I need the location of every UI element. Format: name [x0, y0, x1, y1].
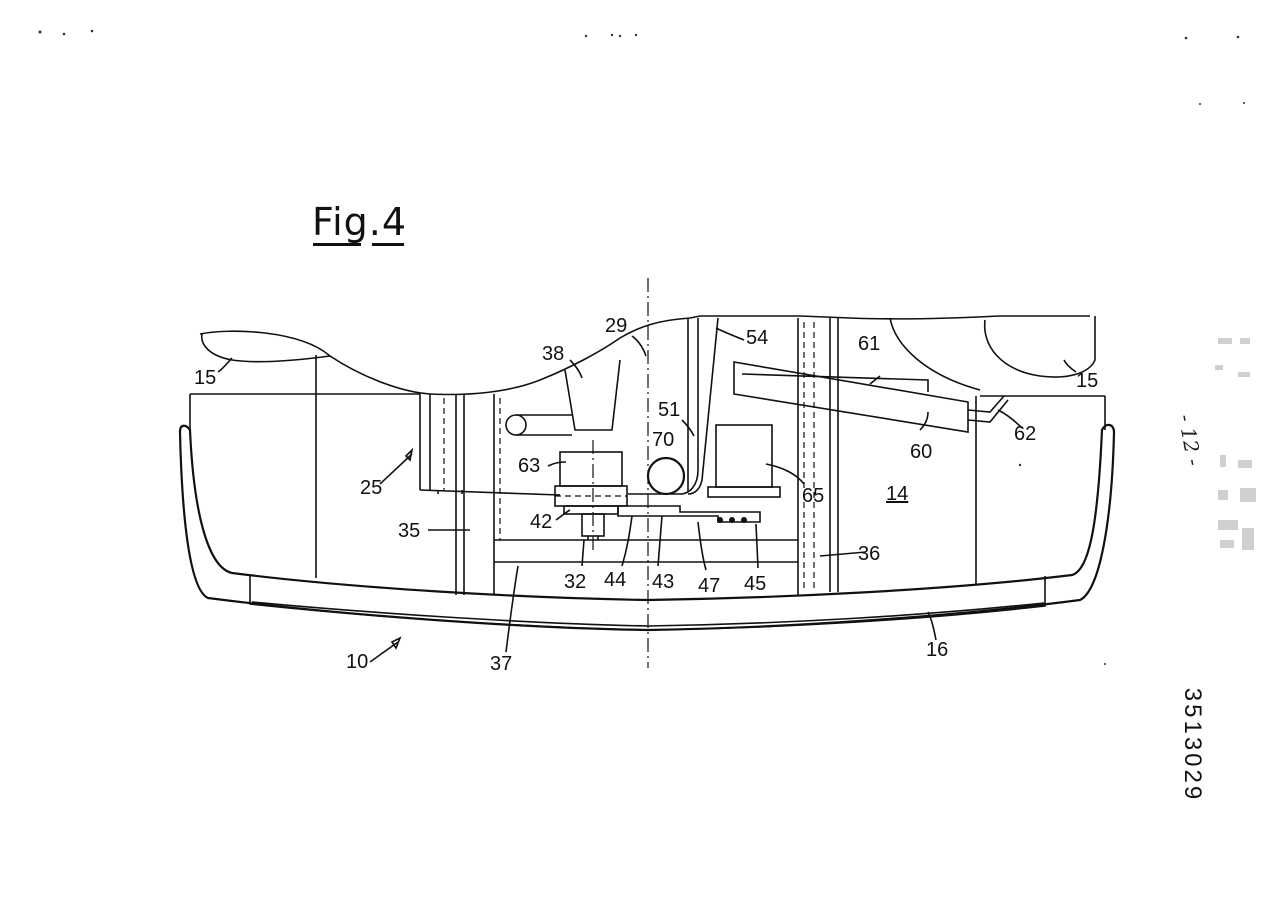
- belt-plate: [617, 505, 761, 523]
- column-36: [797, 318, 839, 595]
- scan-speckles: [38, 29, 1245, 665]
- outer-hull-10: [178, 423, 1116, 632]
- label-61: 61: [858, 333, 880, 355]
- leader-lines: [217, 327, 1077, 663]
- scan-noise-block: [1215, 338, 1256, 550]
- roller-left: [505, 414, 572, 436]
- label-63: 63: [518, 455, 540, 477]
- wheel-15-left: [201, 333, 331, 363]
- label-47: 47: [698, 575, 720, 597]
- box-65: [707, 424, 781, 498]
- label-14: 14: [886, 483, 908, 505]
- label-16: 16: [926, 639, 948, 661]
- label-29: 29: [605, 315, 627, 337]
- label-10: 10: [346, 651, 368, 673]
- patent-number: 3513029: [1179, 687, 1206, 803]
- label-45: 45: [744, 573, 766, 595]
- label-43: 43: [652, 571, 674, 593]
- label-15-left: 15: [194, 367, 216, 389]
- rail-60: [733, 361, 969, 433]
- shaft-32: [581, 513, 605, 540]
- figure-title-underline-b: [372, 243, 404, 246]
- label-36: 36: [858, 543, 880, 565]
- label-65: 65: [802, 485, 824, 507]
- label-44: 44: [604, 569, 626, 591]
- figure-title: Fig.4: [312, 200, 408, 244]
- label-54: 54: [746, 327, 768, 349]
- label-51: 51: [658, 399, 680, 421]
- label-15-right: 15: [1076, 370, 1098, 392]
- bracket-62: [967, 395, 1009, 423]
- label-35: 35: [398, 520, 420, 542]
- roller-70: [646, 456, 686, 496]
- label-60: 60: [910, 441, 932, 463]
- wheel-15-right: [983, 316, 1096, 378]
- skid-16: [249, 575, 1046, 631]
- arm-51: [628, 317, 719, 495]
- reference-numerals: 15 15 38 29 54 61 51 70 62 60 63 25 65 1…: [194, 315, 1098, 675]
- label-38: 38: [542, 343, 564, 365]
- label-32: 32: [564, 571, 586, 593]
- skid-16-inner: [251, 601, 1045, 627]
- label-62: 62: [1014, 423, 1036, 445]
- wheel-15-right-arc: [889, 317, 981, 391]
- label-70: 70: [652, 429, 674, 451]
- column-25: [419, 394, 561, 595]
- label-42: 42: [530, 511, 552, 533]
- motor-63: [554, 440, 628, 550]
- housing-38: [564, 359, 621, 431]
- label-25: 25: [360, 477, 382, 499]
- label-37: 37: [490, 653, 512, 675]
- figure-title-underline-a: [313, 243, 361, 246]
